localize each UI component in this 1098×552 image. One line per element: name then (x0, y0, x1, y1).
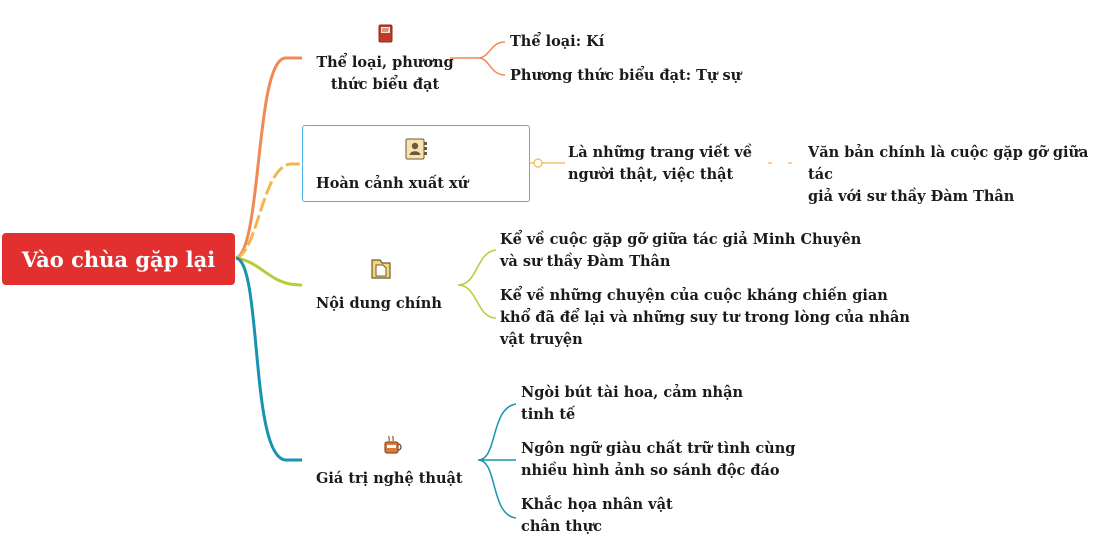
node-van-ban-chinh[interactable]: Văn bản chính là cuộc gặp gỡ giữa tác gi… (808, 144, 1089, 205)
selected-node-box[interactable] (302, 125, 530, 202)
branch-title-hoan-canh: Hoàn cảnh xuất xứ (316, 175, 469, 192)
node-gap-go[interactable]: Kể về cuộc gặp gỡ giữa tác giả Minh Chuy… (500, 231, 862, 270)
node-phuong-thuc[interactable]: Phương thức biểu đạt: Tự sự (510, 67, 742, 84)
connector-branch-4 (235, 256, 302, 462)
connector-branch-1 (235, 56, 302, 260)
node-khac-hoa[interactable]: Khắc họa nhân vật chân thực (521, 496, 673, 535)
connector-branch-2-dot (533, 158, 543, 168)
book-icon (378, 24, 393, 47)
branch-title-noi-dung[interactable]: Nội dung chính (316, 295, 442, 312)
root-label: Vào chùa gặp lại (21, 246, 216, 272)
connector-branch-2 (235, 162, 302, 260)
connector-branch-3-children (457, 249, 497, 319)
coffee-cup-icon (382, 434, 404, 460)
node-ngon-ngu[interactable]: Ngôn ngữ giàu chất trữ tình cùng nhiều h… (521, 440, 796, 479)
node-ngoi-but[interactable]: Ngòi bút tài hoa, cảm nhận tinh tế (521, 384, 744, 423)
branch-title-gia-tri[interactable]: Giá trị nghệ thuật (316, 470, 463, 487)
node-trang-viet[interactable]: Là những trang viết về người thật, việc … (568, 144, 753, 183)
connector-branch-3 (235, 256, 302, 287)
document-icon (370, 258, 392, 284)
node-khang-chien[interactable]: Kể về những chuyện của cuộc kháng chiến … (500, 287, 910, 348)
connector-branch-1-children (477, 41, 506, 76)
connector-branch-4-children (477, 403, 517, 519)
node-the-loai-ki[interactable]: Thể loại: Kí (510, 33, 605, 50)
root-node[interactable]: Vào chùa gặp lại (2, 233, 235, 285)
contact-card-icon (405, 138, 429, 164)
branch-title-the-loai[interactable]: Thể loại, phương thức biểu đạt (316, 54, 454, 93)
